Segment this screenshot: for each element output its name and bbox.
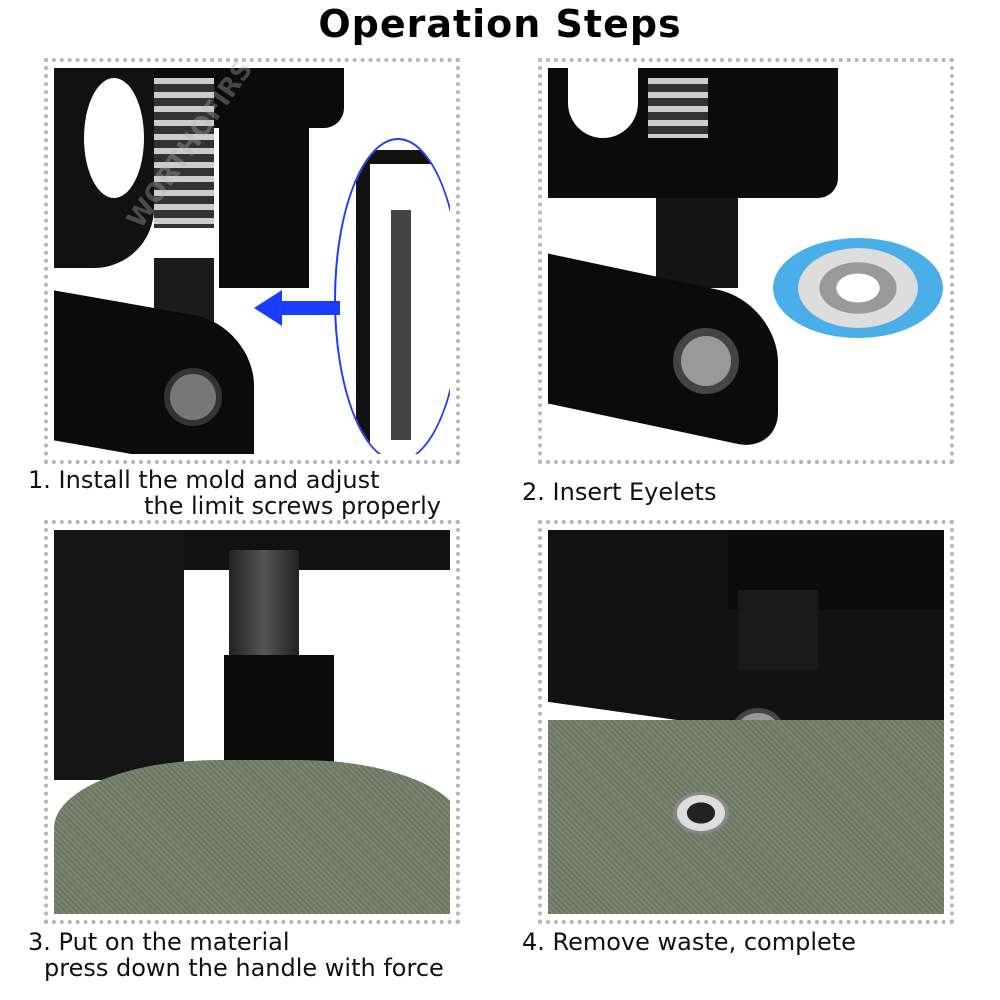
step-3-photo (44, 520, 460, 924)
zoom-callout (334, 138, 450, 454)
step-4-photo (538, 520, 954, 924)
eyelet-icon (673, 792, 729, 834)
page-title: Operation Steps (318, 2, 682, 46)
fabric (54, 760, 450, 914)
step-1-caption-line2: the limit screws properly (144, 492, 441, 520)
step-3-caption-line1: 3. Put on the material (28, 928, 290, 956)
arrow-icon (254, 290, 282, 326)
step-1-caption-line1: 1. Install the mold and adjust (28, 466, 380, 494)
fabric (548, 720, 944, 914)
step-3-caption-line2: press down the handle with force (44, 954, 444, 982)
step-4-caption: 4. Remove waste, complete (522, 928, 856, 956)
step-1-photo: WORTHOFIRST (44, 58, 460, 464)
step-2-caption: 2. Insert Eyelets (522, 478, 717, 506)
step-2-photo (538, 58, 954, 464)
eyelet-icon (798, 248, 918, 328)
